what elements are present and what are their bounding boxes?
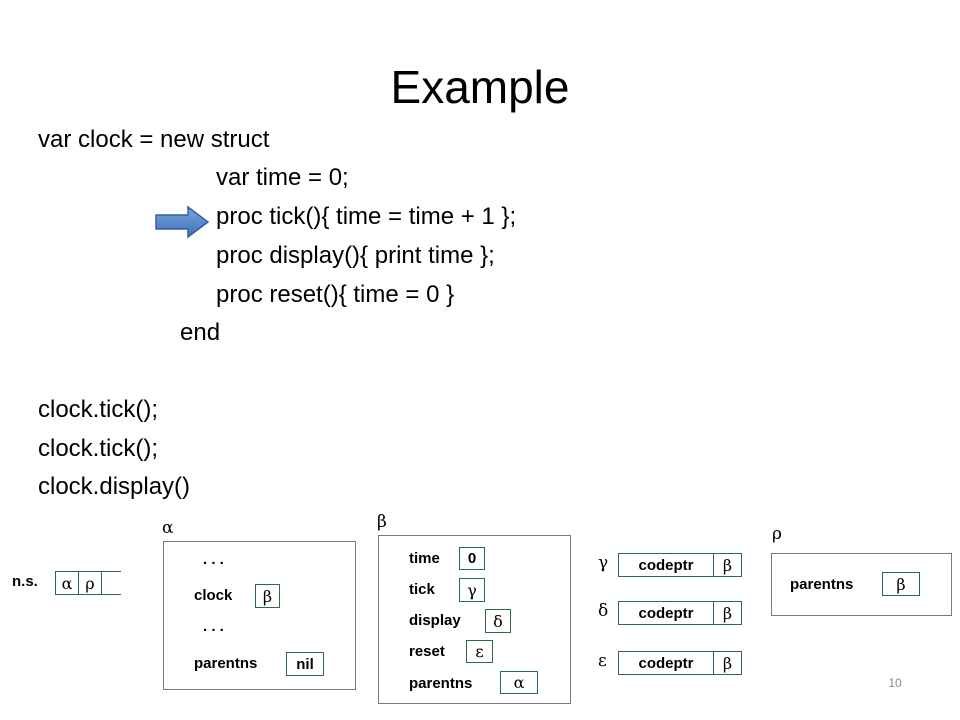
code-line-5: proc reset(){ time = 0 }: [216, 281, 455, 308]
delta-label: δ: [598, 601, 609, 621]
code-line-7: clock.tick();: [38, 396, 158, 423]
beta-label: β: [377, 512, 387, 532]
epsilon-env: β: [713, 651, 742, 675]
rho-frame: [771, 553, 952, 616]
code-line-2: var time = 0;: [216, 164, 349, 191]
gamma-codeptr: codeptr: [618, 553, 714, 577]
beta-tick-value: γ: [459, 578, 485, 602]
beta-time-label: time: [409, 550, 440, 567]
code-line-6: end: [180, 319, 221, 346]
alpha-clock-value: β: [255, 584, 280, 608]
gamma-env: β: [713, 553, 742, 577]
alpha-clock-label: clock: [194, 587, 233, 604]
code-line-9: clock.display(): [38, 473, 191, 500]
slide-number: 10: [888, 676, 902, 690]
beta-time-value: 0: [459, 547, 485, 570]
epsilon-codeptr: codeptr: [618, 651, 714, 675]
ns-slot-alpha: α: [55, 571, 79, 595]
beta-reset-label: reset: [409, 643, 445, 660]
delta-codeptr: codeptr: [618, 601, 714, 625]
ns-label: n.s.: [12, 573, 38, 590]
ns-slot-rho: ρ: [78, 571, 102, 595]
alpha-parentns-value: nil: [286, 652, 324, 676]
alpha-dots-2: . . .: [203, 618, 224, 635]
slide-title: Example: [390, 61, 570, 113]
beta-display-label: display: [409, 612, 461, 629]
beta-parentns-label: parentns: [409, 675, 473, 692]
beta-parentns-value: α: [500, 671, 538, 694]
alpha-label: α: [162, 518, 174, 538]
ns-slot-empty: [101, 571, 121, 595]
right-arrow-icon: [155, 205, 210, 239]
alpha-dots-1: . . .: [203, 551, 224, 568]
rho-parentns-value: β: [882, 572, 920, 596]
beta-display-value: δ: [485, 609, 511, 633]
beta-tick-label: tick: [409, 581, 435, 598]
delta-env: β: [713, 601, 742, 625]
epsilon-label: ε: [598, 651, 607, 671]
code-line-4: proc display(){ print time };: [216, 242, 495, 269]
code-line-1: var clock = new struct: [38, 126, 270, 153]
alpha-parentns-label: parentns: [194, 655, 258, 672]
rho-parentns-label: parentns: [790, 576, 854, 593]
code-line-3: proc tick(){ time = time + 1 };: [216, 203, 517, 230]
gamma-label: γ: [598, 553, 609, 573]
beta-reset-value: ε: [466, 640, 493, 663]
alpha-frame: [163, 541, 356, 690]
code-line-8: clock.tick();: [38, 435, 158, 462]
rho-label: ρ: [772, 524, 782, 544]
